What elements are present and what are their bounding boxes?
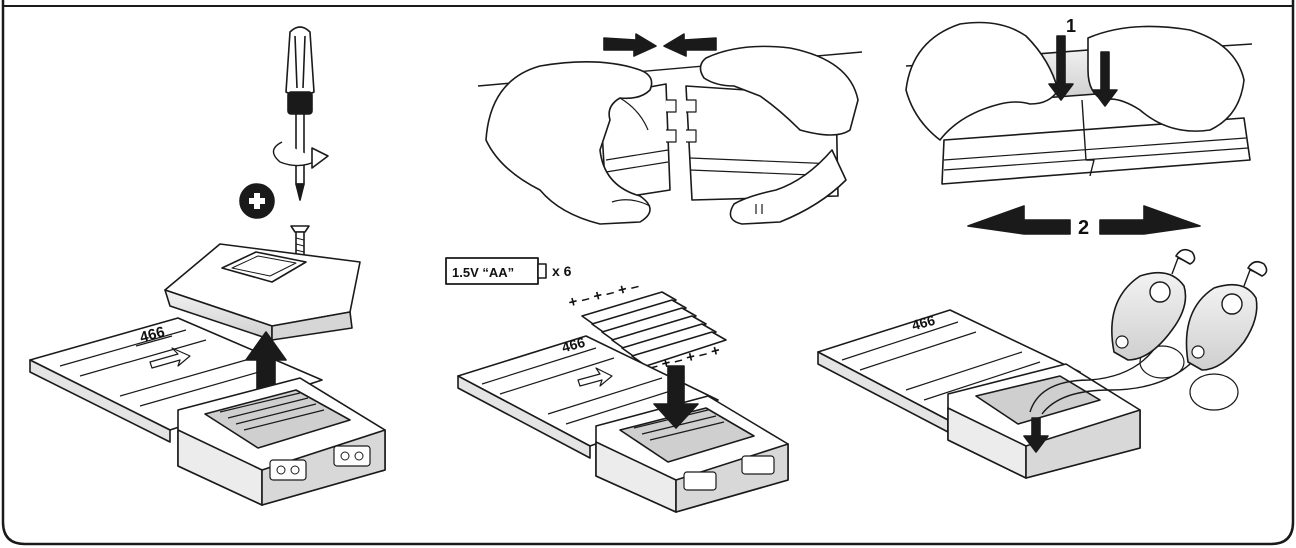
screwdriver-icon	[285, 26, 315, 201]
battery-lid	[164, 243, 361, 341]
track-number-2: 466	[560, 334, 587, 356]
hand-icon	[1087, 25, 1245, 132]
panel-connect	[477, 33, 863, 225]
push-arrow-icon	[967, 205, 1071, 235]
step-1-label: 1	[1066, 16, 1076, 36]
battery-icon	[445, 257, 547, 285]
plus-circle-icon	[239, 183, 275, 219]
battery-box	[177, 377, 386, 506]
panel-screw: 466	[29, 26, 386, 506]
hand-icon	[699, 45, 859, 136]
track-number-1-underline	[135, 335, 173, 347]
push-arrow-icon	[1099, 205, 1201, 235]
down-arrow-icon	[1048, 35, 1074, 101]
panel-batteries: 1.5V “AA” x 6 + – + – + – – + – + – + 46…	[445, 257, 789, 513]
battery-count-label: x 6	[552, 263, 572, 279]
panel-controllers: 466	[817, 248, 1268, 479]
down-arrow-icon	[653, 365, 699, 429]
panel-clip: 1 2	[905, 16, 1253, 239]
controller-icon	[1111, 248, 1196, 361]
hand-icon	[905, 21, 1059, 141]
step-2-label: 2	[1078, 217, 1089, 239]
rotation-arrow-icon	[272, 141, 329, 169]
battery-spec-label: 1.5V “AA”	[452, 265, 514, 280]
push-arrow-icon	[663, 33, 717, 57]
track-number-3: 466	[910, 312, 937, 334]
down-arrow-icon	[1023, 417, 1049, 453]
down-arrow-icon	[1092, 51, 1118, 107]
hand-icon	[485, 61, 653, 225]
push-arrow-icon	[603, 33, 657, 57]
battery-row	[581, 291, 727, 367]
controller-icon	[1185, 260, 1268, 371]
track-number-1: 466	[138, 323, 167, 346]
